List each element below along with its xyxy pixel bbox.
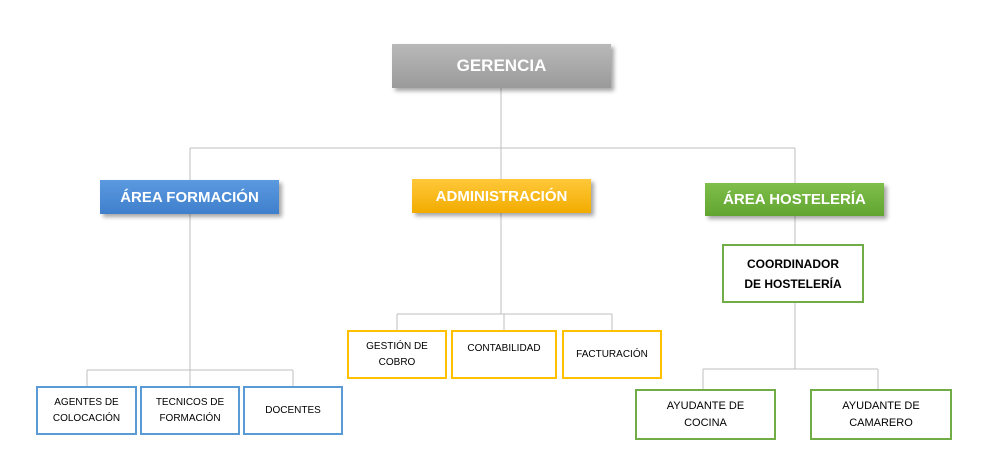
node-area-formacion-label: ÁREA FORMACIÓN [120,188,259,206]
node-ayudante-camarero: AYUDANTE DE CAMARERO [810,389,952,440]
node-area-hosteleria-label: ÁREA HOSTELERÍA [723,191,866,208]
node-ayudante-cocina: AYUDANTE DE COCINA [635,389,776,440]
node-area-hosteleria: ÁREA HOSTELERÍA [705,183,884,216]
node-coordinador-hosteleria: COORDINADOR DE HOSTELERÍA [722,244,864,303]
node-gerencia: GERENCIA [392,44,611,88]
leaf-label: GESTIÓN DE COBRO [366,340,428,368]
node-coordinador-label: COORDINADOR DE HOSTELERÍA [744,256,842,291]
leaf-label: AGENTES DE COLOCACIÓN [52,396,121,424]
node-administracion-label: ADMINISTRACIÓN [435,187,568,205]
node-tecnicos-formacion: TECNICOS DE FORMACIÓN [140,386,240,435]
node-contabilidad: CONTABILIDAD [451,330,557,379]
leaf-label: AYUDANTE DE COCINA [666,399,745,429]
node-docentes: DOCENTES [243,386,343,435]
node-gerencia-label: GERENCIA [456,56,547,75]
node-area-formacion: ÁREA FORMACIÓN [100,180,279,214]
leaf-label: TECNICOS DE FORMACIÓN [155,396,225,424]
node-administracion: ADMINISTRACIÓN [412,179,591,213]
node-agentes-colocacion: AGENTES DE COLOCACIÓN [36,386,137,435]
leaf-label: FACTURACIÓN [576,348,648,360]
leaf-label: AYUDANTE DE CAMARERO [842,399,920,429]
node-gestion-cobro: GESTIÓN DE COBRO [347,330,447,379]
leaf-label: DOCENTES [265,404,321,416]
node-facturacion: FACTURACIÓN [562,330,662,379]
leaf-label: CONTABILIDAD [467,343,541,354]
